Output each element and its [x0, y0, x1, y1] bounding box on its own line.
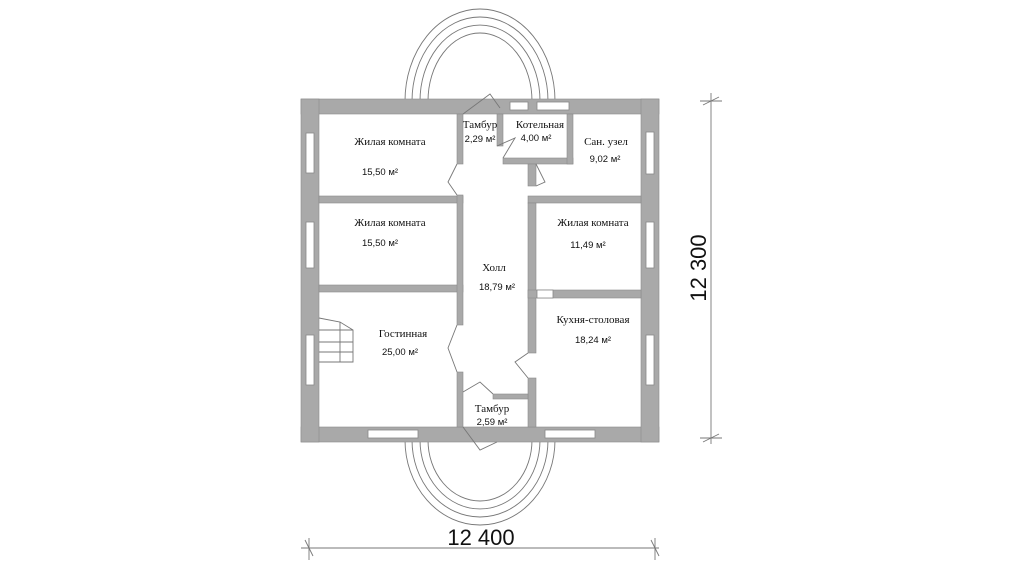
height-label: 12 300	[686, 234, 711, 301]
room-area: 18,79 м²	[479, 282, 515, 293]
walls	[300, 98, 660, 443]
room-area: 2,29 м²	[465, 134, 496, 145]
windows	[305, 101, 655, 439]
bottom-bay-arcs	[404, 439, 556, 526]
room-name: Жилая комната	[354, 217, 425, 229]
room-area: 15,50 м²	[362, 238, 398, 249]
doors	[447, 93, 546, 451]
width-label: 12 400	[447, 525, 514, 550]
room-name: Кухня-столовая	[557, 314, 630, 326]
room-name: Котельная	[516, 119, 564, 131]
width-dimension: 12 400	[301, 525, 660, 560]
room-area: 25,00 м²	[382, 347, 418, 358]
room-area: 9,02 м²	[590, 154, 621, 165]
room-labels: Жилая комната 15,50 м² Тамбур 2,29 м² Ко…	[354, 119, 629, 428]
room-name: Холл	[482, 262, 506, 274]
top-bay-arcs	[404, 8, 556, 102]
room-area: 11,49 м²	[570, 240, 605, 251]
room-name: Гостинная	[379, 328, 427, 340]
room-area: 15,50 м²	[362, 167, 398, 178]
room-name: Тамбур	[475, 403, 510, 415]
height-dimension: 12 300	[686, 93, 722, 444]
room-area: 18,24 м²	[575, 335, 611, 346]
stairs	[318, 317, 354, 363]
room-name: Жилая комната	[557, 217, 628, 229]
room-name: Тамбур	[463, 119, 498, 131]
room-name: Жилая комната	[354, 136, 425, 148]
room-area: 4,00 м²	[521, 133, 552, 144]
room-area: 2,59 м²	[477, 417, 508, 428]
stove-vent-icon	[536, 101, 570, 111]
room-name: Сан. узел	[584, 136, 628, 148]
